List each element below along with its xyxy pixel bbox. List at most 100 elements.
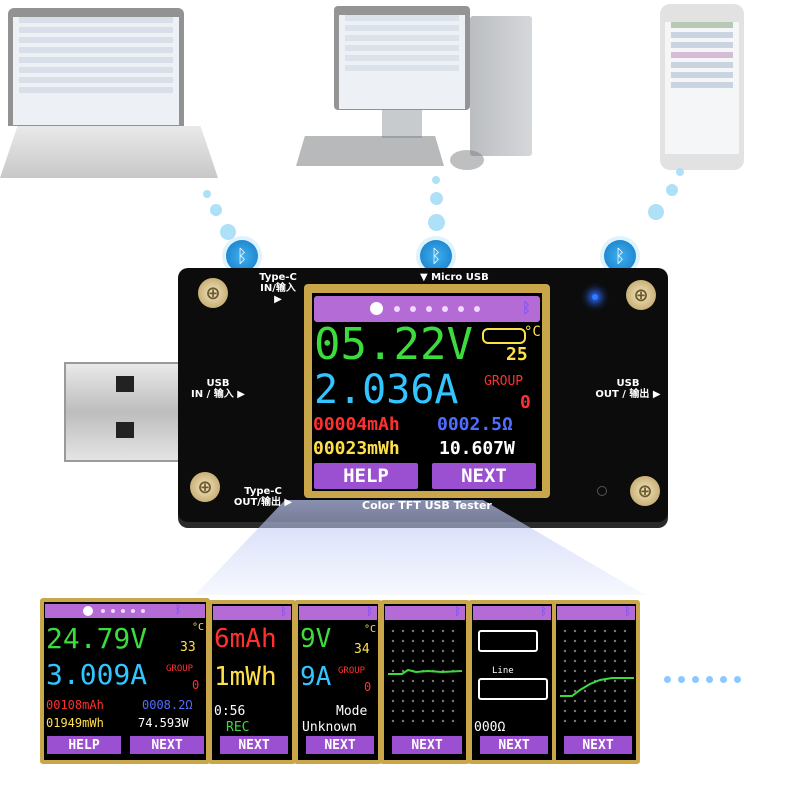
screw-icon: ⊕ [626, 280, 656, 310]
thermometer-icon [482, 328, 526, 344]
desktop-monitor [334, 6, 470, 110]
thumbnail-screen-graph: ᛒ NEXT [380, 600, 470, 764]
keyboard [296, 136, 444, 166]
page-dot [426, 306, 432, 312]
usb-a-plug [64, 362, 196, 462]
bt-dot [432, 176, 440, 184]
page-dot [442, 306, 448, 312]
thumb-rec-label: REC [226, 720, 250, 735]
thumb-next-button[interactable]: NEXT [130, 736, 204, 754]
power-reading: 10.607W [439, 438, 515, 459]
reset-hole [597, 486, 607, 496]
more-dot [706, 676, 713, 683]
help-button[interactable]: HELP [314, 463, 418, 489]
screw-icon: ⊕ [198, 278, 228, 308]
pc-tower [470, 16, 532, 156]
capacity-reading: 00004mAh [313, 414, 400, 435]
lcd-page-bar: ᛒ [314, 296, 540, 322]
bt-dot [430, 192, 443, 205]
more-dot [678, 676, 685, 683]
screw-icon: ⊕ [630, 476, 660, 506]
laptop-screen [8, 8, 184, 126]
thumbnail-screen-line-resistance: ᛒ Line 000Ω NEXT [468, 600, 556, 764]
thumbnail-screen-curve: ᛒ NEXT [552, 600, 640, 764]
thumb-next-button[interactable]: NEXT [392, 736, 462, 754]
temp-unit: °C [524, 324, 541, 340]
bt-dot [648, 204, 664, 220]
energy-reading: 00023mWh [313, 438, 400, 459]
thumb-power: 74.593W [138, 716, 189, 730]
thumb-mode-value: Unknown [302, 720, 357, 735]
voltage-curve [388, 668, 462, 675]
thumb-next-button[interactable]: NEXT [306, 736, 374, 754]
thumb-temp-unit: °C [192, 622, 205, 633]
bluetooth-icon: ᛒ [624, 605, 631, 618]
lcd-screen [312, 293, 542, 491]
more-dot [734, 676, 741, 683]
bt-dot [220, 224, 236, 240]
thumb-group-value: 0 [192, 678, 200, 692]
bluetooth-icon: ᛒ [540, 605, 547, 618]
thumb-capacity: 6mAh [214, 624, 277, 654]
laptop-base [0, 126, 218, 178]
page-dot [410, 306, 416, 312]
micro-usb-label: ▼ Micro USB [420, 272, 489, 283]
page-dot [394, 306, 400, 312]
bt-dot [676, 168, 684, 176]
thumb-group-value: 0 [364, 680, 372, 694]
line-cable-icon [478, 678, 548, 700]
bt-dot [203, 190, 211, 198]
bluetooth-icon: ᛒ [454, 605, 461, 618]
product-label: Color TFT USB Tester [362, 499, 492, 512]
bluetooth-icon: ᛒ [226, 240, 258, 272]
bluetooth-icon: ᛒ [420, 240, 452, 272]
thumb-page-bar: ᛒ [45, 603, 205, 618]
page-dot [458, 306, 464, 312]
smartphone [660, 4, 744, 170]
thumb-energy: 01949mWh [46, 716, 104, 730]
thumb-group-label: GROUP [166, 664, 194, 674]
thumb-group-label: GROUP [338, 666, 366, 676]
graph-grid [388, 626, 462, 728]
status-led [592, 294, 598, 300]
resistance-reading: 0002.5Ω [437, 414, 513, 435]
bt-dot [666, 184, 678, 196]
thumb-temp-value: 33 [180, 640, 196, 655]
bluetooth-icon: ᛒ [366, 605, 373, 618]
page-dot-active [370, 302, 383, 315]
page-dot [474, 306, 480, 312]
thumb-next-button[interactable]: NEXT [220, 736, 288, 754]
bt-dot [428, 214, 445, 231]
temp-value: 25 [506, 344, 528, 365]
thumb-resistance: 0008.2Ω [142, 698, 193, 712]
thumb-current: 3.009A [46, 658, 148, 691]
thumb-next-button[interactable]: NEXT [480, 736, 548, 754]
voltage-reading: 05.22V [314, 319, 473, 370]
thumb-line-label: Line [492, 666, 514, 676]
more-dot [664, 676, 671, 683]
thumb-energy: 1mWh [214, 662, 277, 692]
current-curve [560, 677, 634, 697]
group-value: 0 [520, 392, 531, 413]
thumbnail-screen-main: ᛒ 24.79V °C 33 3.009A GROUP 0 00108mAh 0… [40, 598, 210, 764]
thumbnail-screen-energy: ᛒ 6mAh 1mWh 0:56 REC NEXT [208, 600, 296, 764]
thumb-voltage: 9V [300, 624, 332, 654]
group-label: GROUP [484, 374, 524, 389]
thumb-current: 9A [300, 662, 332, 692]
mouse [450, 150, 484, 170]
bt-dot [210, 204, 222, 216]
thumb-temp-unit: °C [364, 624, 377, 635]
thumb-next-button[interactable]: NEXT [564, 736, 632, 754]
more-dot [692, 676, 699, 683]
bluetooth-icon: ᛒ [175, 603, 182, 616]
current-reading: 2.036A [314, 367, 459, 413]
thumb-capacity: 00108mAh [46, 698, 104, 712]
next-button[interactable]: NEXT [432, 463, 536, 489]
more-dot [720, 676, 727, 683]
thumb-help-button[interactable]: HELP [47, 736, 121, 754]
thumb-line-resistance: 000Ω [474, 720, 506, 735]
